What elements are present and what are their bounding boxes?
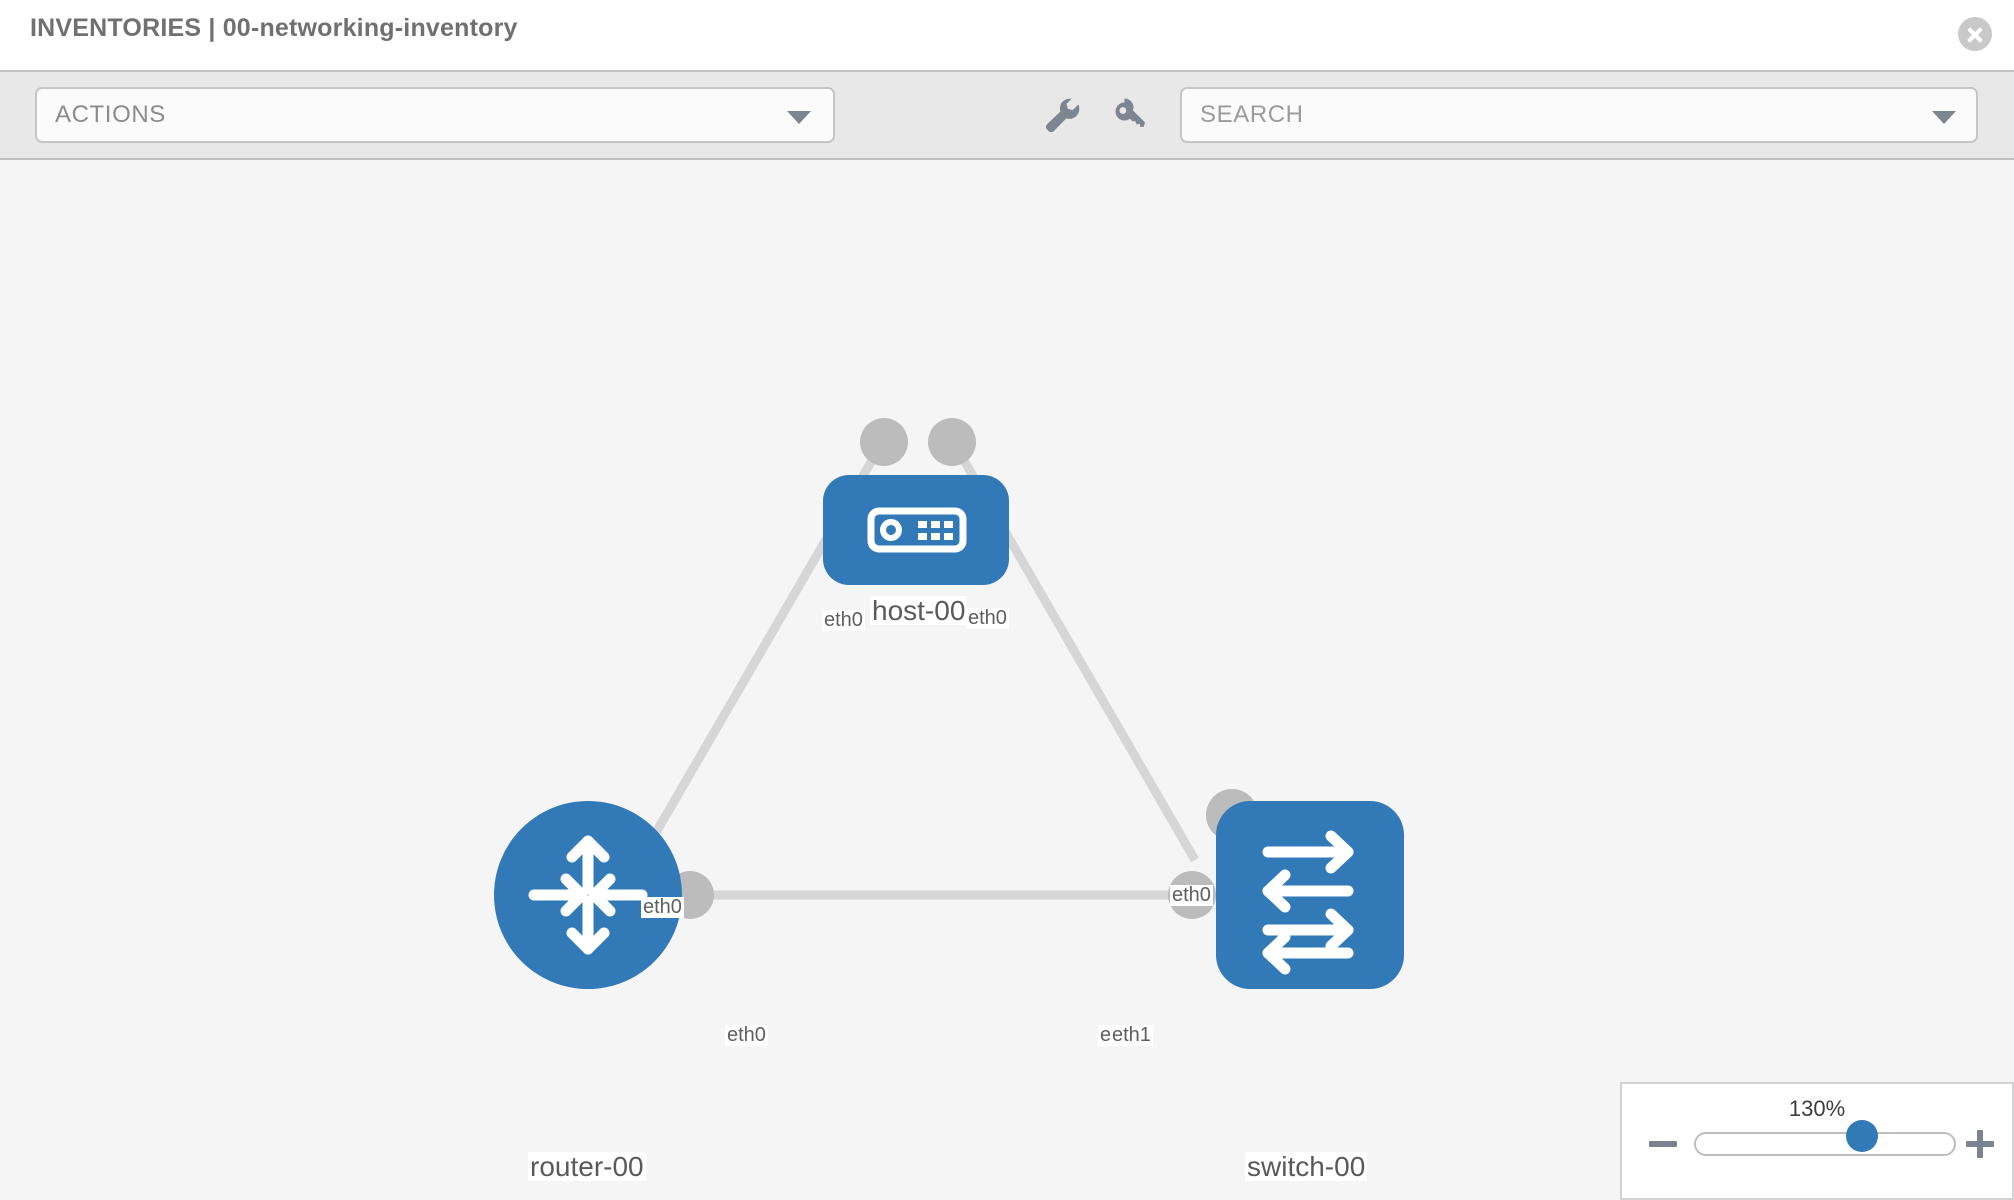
router-arrows-icon: [528, 835, 648, 955]
switch-arrows-icon: [1262, 830, 1354, 975]
interface-label-router00-eth0: eth0: [725, 1024, 768, 1046]
topology-graph: [494, 418, 1404, 989]
interface-label-switch00-eth1: eth1: [1110, 1024, 1153, 1046]
topology-canvas[interactable]: host-00 router-00 switch-00 eth0 eth0 et…: [0, 160, 2014, 1200]
key-icon[interactable]: [1108, 94, 1152, 138]
node-switch-00: [1216, 801, 1404, 989]
node-host-00: [823, 475, 1009, 585]
search-placeholder: SEARCH: [1200, 101, 1304, 128]
interface-label-host00-to-switch00: eth0: [966, 607, 1009, 629]
actions-dropdown-label: ACTIONS: [55, 101, 166, 128]
node-router-00-shape: [494, 801, 682, 989]
node-label-router-00: router-00: [528, 1151, 646, 1182]
close-icon[interactable]: [1958, 17, 1992, 51]
minus-icon-bar: [1649, 1141, 1677, 1147]
node-host-00-shape: [823, 475, 1009, 585]
node-router-00: [494, 801, 682, 989]
chevron-down-icon: [787, 111, 811, 124]
page-header: INVENTORIES | 00-networking-inventory: [0, 0, 2014, 70]
node-label-switch-00: switch-00: [1245, 1151, 1368, 1182]
zoom-control-panel: 130%: [1620, 1082, 2014, 1200]
interface-label-switch00-to-host00: eth0: [1170, 884, 1213, 906]
plus-icon-bar-v: [1977, 1130, 1983, 1158]
chevron-down-icon: [1932, 111, 1956, 124]
toolbar: ACTIONS SEARCH: [0, 70, 2014, 160]
server-icon: [867, 507, 967, 553]
minus-icon[interactable]: [1649, 1130, 1677, 1158]
wrench-icon[interactable]: [1040, 94, 1084, 138]
node-label-host-00: host-00: [870, 595, 968, 626]
zoom-level-value: 130%: [1788, 1096, 1846, 1121]
actions-dropdown[interactable]: ACTIONS: [35, 87, 835, 143]
interface-label-host00-to-router00: eth0: [822, 609, 865, 631]
interface-label-router00-to-host00: eth0: [641, 896, 684, 918]
plus-icon[interactable]: [1966, 1130, 1994, 1158]
zoom-slider-thumb[interactable]: [1846, 1120, 1878, 1152]
search-input[interactable]: SEARCH: [1180, 87, 1978, 143]
page-title: INVENTORIES | 00-networking-inventory: [30, 14, 518, 42]
zoom-slider-track[interactable]: [1694, 1132, 1956, 1156]
interface-handle-host00-eth0-left: [860, 418, 908, 466]
interface-handle-host00-eth0-right: [928, 418, 976, 466]
